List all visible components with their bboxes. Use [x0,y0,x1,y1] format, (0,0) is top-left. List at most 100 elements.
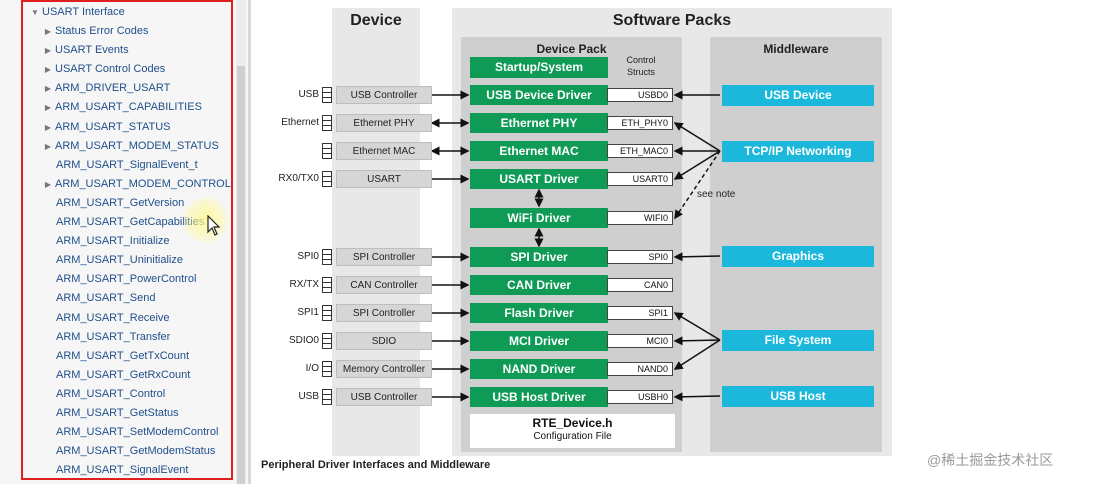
tree-item[interactable]: ARM_USART_Transfer [56,328,170,347]
device-panel [332,8,420,456]
rte-title: RTE_Device.h [532,416,613,430]
software-packs-title: Software Packs [612,12,732,29]
tree-item-label: ARM_USART_Receive [56,311,170,324]
driver-box: MCI Driver [470,331,608,351]
tree-item[interactable]: ▶USART Events [41,41,129,60]
tree-item[interactable]: ▶ARM_USART_MODEM_CONTROL [41,175,231,194]
external-signal-label: USB [298,89,319,100]
device-peripheral-box: SPI Controller [336,248,432,266]
external-signal-label: SPI1 [297,307,319,318]
external-signal-label: Ethernet [281,117,319,128]
connector-pins-icon [322,171,332,187]
external-signal-label: SPI0 [297,251,319,262]
device-pack-title: Device Pack [536,42,607,56]
tree-item-label: ARM_USART_GetTxCount [56,349,190,362]
connector-line [674,150,721,220]
driver-box: Flash Driver [470,303,608,323]
tree-item-label: ARM_USART_Send [56,292,156,305]
tree-item[interactable]: ARM_USART_PowerControl [56,270,196,289]
device-peripheral-box: USB Controller [336,86,432,104]
tree-item-label: ARM_USART_PowerControl [56,273,197,286]
driver-box: USB Device Driver [470,85,608,105]
tree-item-label: ARM_USART_Uninitialize [56,254,183,267]
tree-root-usart-interface[interactable]: ▼USART Interface [28,3,125,22]
tree-item[interactable]: ARM_USART_SignalEvent [56,461,188,480]
middleware-box: TCP/IP Networking [722,141,874,162]
control-struct-box: NAND0 [607,362,673,376]
tree-item[interactable]: ARM_USART_GetVersion [56,194,184,213]
collapsed-triangle-icon[interactable]: ▶ [44,84,52,94]
collapsed-triangle-icon[interactable]: ▶ [44,46,52,56]
connector-line [673,336,721,346]
connector-pins-icon [322,277,332,293]
tree-item[interactable]: ARM_USART_Initialize [56,232,170,251]
tree-item-label: ARM_USART_Control [56,387,166,400]
scrollbar-thumb[interactable] [237,66,245,484]
external-signal-label: SDIO0 [288,335,319,346]
control-structs-label: Control Structs [626,55,656,77]
control-struct-box: WIFI0 [607,211,673,225]
device-peripheral-box: USART [336,170,432,188]
control-struct-box: MCI0 [607,334,673,348]
driver-diagram: Device Software Packs Device Pack Middle… [251,0,1105,484]
connector-pins-icon [322,333,332,349]
tree-item[interactable]: ▶ARM_USART_STATUS [41,118,171,137]
collapsed-triangle-icon[interactable]: ▶ [44,65,52,75]
collapsed-triangle-icon[interactable]: ▶ [44,27,52,36]
driver-box: CAN Driver [470,275,608,295]
tree-item-label: ARM_USART_GetModemStatus [56,445,216,458]
connector-pins-icon [322,305,332,321]
tree-item-label: ARM_USART_STATUS [55,120,171,133]
tree-item[interactable]: ARM_USART_GetCapabilities [56,213,204,232]
tree-item[interactable]: ARM_USART_GetRxCount [56,366,190,385]
tree-item[interactable]: ARM_USART_Uninitialize [56,251,183,270]
tree-item[interactable]: ▶USART Control Codes [41,60,165,79]
tree-item-label: USART Control Codes [55,63,166,76]
driver-box: Ethernet PHY [470,113,608,133]
diagram-caption: Peripheral Driver Interfaces and Middlew… [261,459,491,471]
middleware-title: Middleware [763,42,829,56]
panel-divider[interactable] [248,0,251,484]
tree-item[interactable]: ARM_USART_GetModemStatus [56,442,215,461]
middleware-box: File System [722,330,874,351]
tree-item[interactable]: ▶ARM_DRIVER_USART [41,79,170,98]
tree-item[interactable]: ARM_USART_SignalEvent_t [56,156,198,175]
tree-item-label: ARM_USART_MODEM_STATUS [55,139,219,152]
device-peripheral-box: SDIO [336,332,432,350]
driver-box: USART Driver [470,169,608,189]
middleware-box: Graphics [722,246,874,267]
device-pack-panel [461,37,682,452]
external-signal-label: USB [298,391,319,402]
driver-box: USB Host Driver [470,387,608,407]
device-peripheral-box: Memory Controller [336,360,432,378]
connector-line [673,252,721,262]
tree-item[interactable]: ▶Status Error Codes [41,22,149,41]
watermark: @稀土掘金技术社区 [927,452,1054,468]
connector-line [673,392,721,402]
tree-item[interactable]: ARM_USART_Send [56,289,155,308]
tree-item[interactable]: ▶ARM_USART_CAPABILITIES [41,98,202,117]
control-struct-box: USART0 [607,172,673,186]
connector-pins-icon [322,115,332,131]
tree-item[interactable]: ARM_USART_GetTxCount [56,347,189,366]
tree-item[interactable]: ARM_USART_SetModemControl [56,423,218,442]
collapsed-triangle-icon[interactable]: ▶ [44,122,52,132]
tree-item[interactable]: ARM_USART_Receive [56,309,170,328]
device-peripheral-box: SPI Controller [336,304,432,322]
driver-box: NAND Driver [470,359,608,379]
tree-item-label: ARM_USART_GetVersion [56,196,185,209]
middleware-box: USB Host [722,386,874,407]
tree-item-label: ARM_USART_SetModemControl [56,426,219,439]
collapsed-triangle-icon[interactable]: ▶ [44,141,52,151]
tree-item[interactable]: ARM_USART_Control [56,385,165,404]
control-struct-box: SPI1 [607,306,673,320]
tree-item[interactable]: ▶ARM_USART_MODEM_STATUS [41,137,219,156]
collapsed-triangle-icon[interactable]: ▶ [44,103,52,113]
tree-item[interactable]: ARM_USART_GetStatus [56,404,179,423]
tree-item-label: ARM_DRIVER_USART [55,82,171,95]
connector-pins-icon [322,361,332,377]
tree-item-label: ARM_USART_MODEM_CONTROL [55,177,231,190]
external-signal-label: RX0/TX0 [278,173,319,184]
expanded-triangle-icon[interactable]: ▼ [31,8,39,17]
collapsed-triangle-icon[interactable]: ▶ [44,179,52,189]
